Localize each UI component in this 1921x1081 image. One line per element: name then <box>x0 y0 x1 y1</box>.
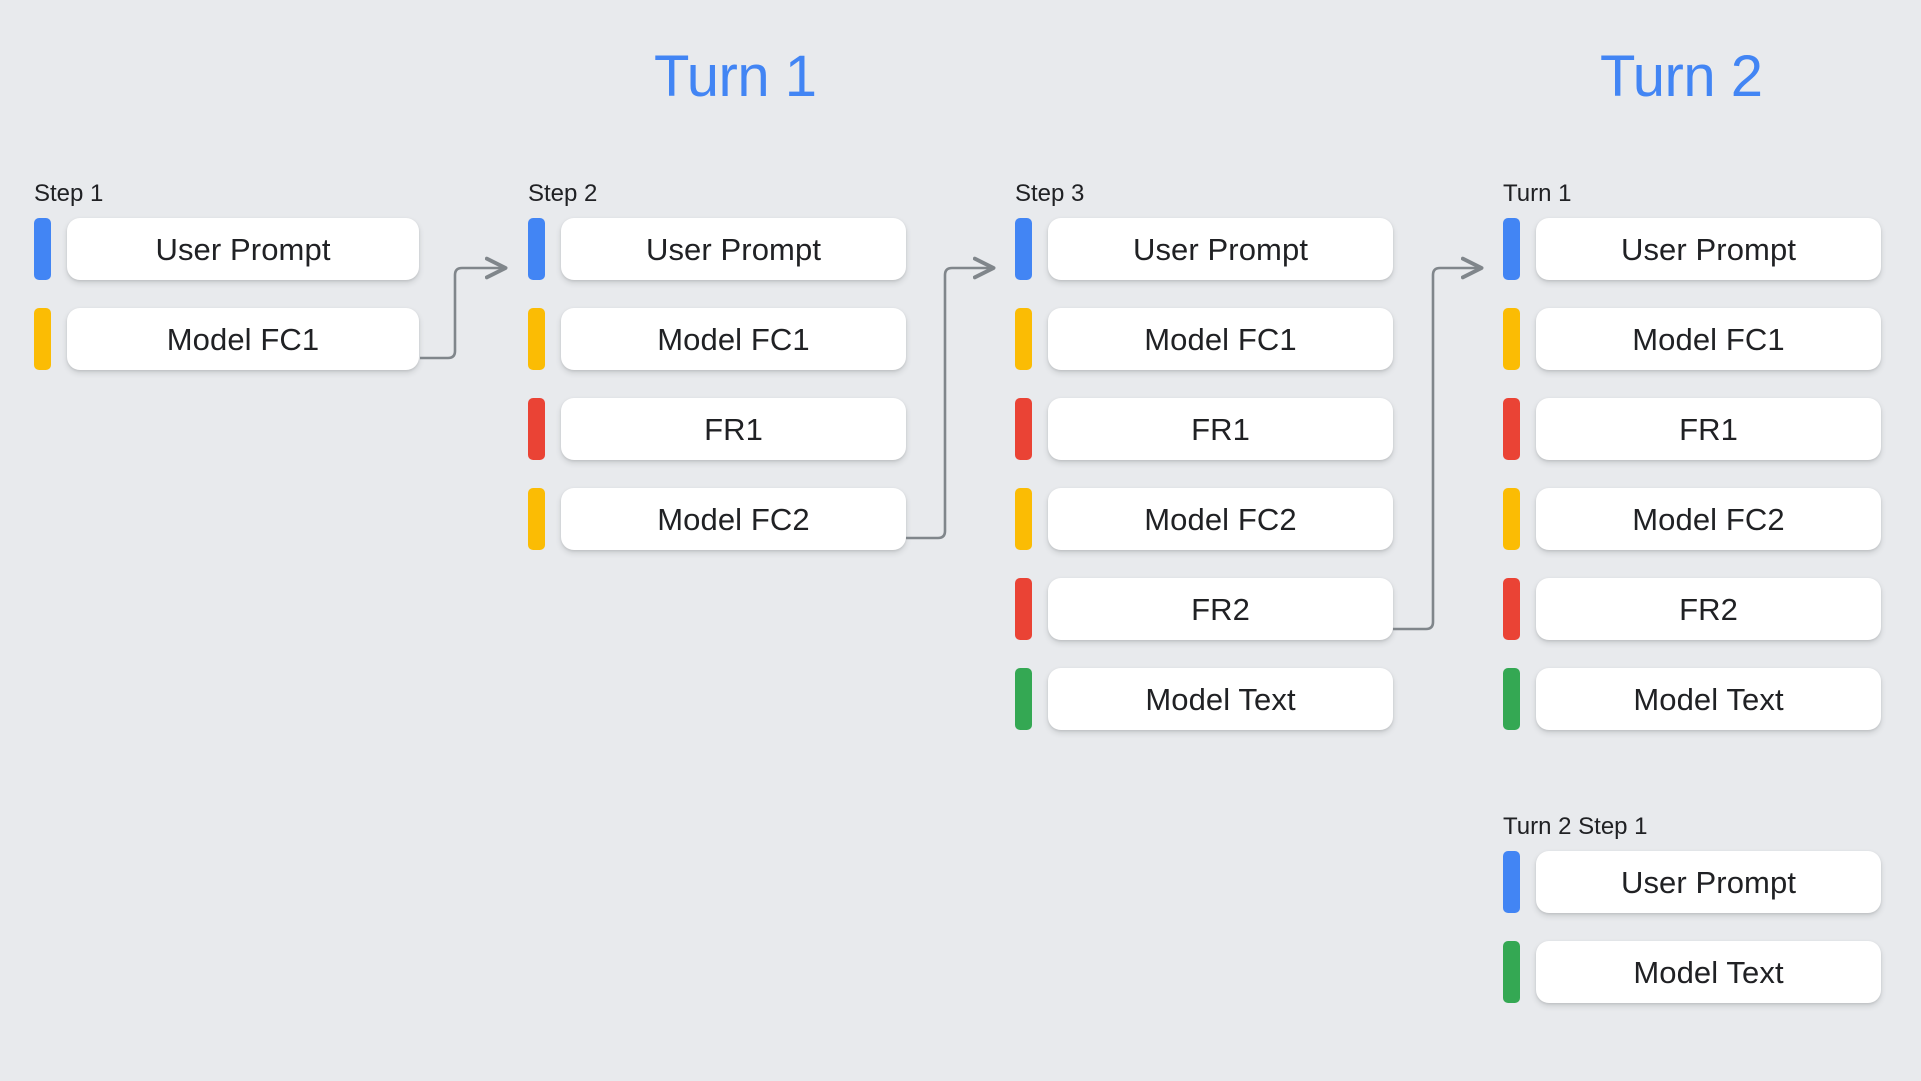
card-fr1[interactable]: FR1 <box>561 398 906 460</box>
status-bar-function-response <box>1503 398 1520 460</box>
card-model-fc1[interactable]: Model FC1 <box>561 308 906 370</box>
card-label: Model Text <box>1145 681 1296 717</box>
card-label: Model FC2 <box>1144 501 1297 537</box>
card-model-text[interactable]: Model Text <box>1048 668 1393 730</box>
card-model-fc2[interactable]: Model FC2 <box>1536 488 1881 550</box>
card-label: FR1 <box>704 411 763 447</box>
card-label: User Prompt <box>645 231 822 267</box>
card-label: FR1 <box>1191 411 1250 447</box>
card-model-text[interactable]: Model Text <box>1536 668 1881 730</box>
status-bar-user-prompt <box>1503 218 1520 280</box>
card-label: Model FC1 <box>166 321 320 357</box>
card-user-prompt[interactable]: User Prompt <box>1536 851 1881 913</box>
status-bar-model-function-call <box>1503 488 1520 550</box>
status-bar-model-function-call <box>528 488 545 550</box>
card-label: Model FC1 <box>1144 321 1297 357</box>
status-bar-model-text <box>1503 668 1520 730</box>
status-bar-function-response <box>1015 398 1032 460</box>
card-label: Model FC1 <box>657 321 810 357</box>
card-label: User Prompt <box>155 231 331 267</box>
column-label-turn-1: Turn 1 <box>1503 180 1572 207</box>
status-bar-user-prompt <box>528 218 545 280</box>
card-label: User Prompt <box>1132 231 1309 267</box>
status-bar-model-function-call <box>528 308 545 370</box>
status-bar-user-prompt <box>1015 218 1032 280</box>
section-title-turn-2: Turn 2 <box>1600 44 1763 109</box>
status-bar-model-function-call <box>1015 488 1032 550</box>
card-label: FR1 <box>1679 411 1738 447</box>
card-user-prompt[interactable]: User Prompt <box>561 218 906 280</box>
card-label: FR2 <box>1679 591 1738 627</box>
card-label: Model Text <box>1633 954 1784 990</box>
card-user-prompt[interactable]: User Prompt <box>1536 218 1881 280</box>
section-title-turn-1: Turn 1 <box>654 44 817 109</box>
status-bar-model-text <box>1015 668 1032 730</box>
card-fr2[interactable]: FR2 <box>1536 578 1881 640</box>
card-label: User Prompt <box>1620 231 1797 267</box>
status-bar-user-prompt <box>34 218 51 280</box>
connector-step2-to-step3 <box>906 268 993 540</box>
column-label-turn-2-step-1: Turn 2 Step 1 <box>1503 813 1648 840</box>
card-user-prompt[interactable]: User Prompt <box>1048 218 1393 280</box>
column-label-step-1: Step 1 <box>34 180 104 207</box>
card-model-fc2[interactable]: Model FC2 <box>561 488 906 550</box>
card-label: Model FC1 <box>1632 321 1785 357</box>
connector-step1-to-step2 <box>420 268 505 360</box>
card-label: FR2 <box>1191 591 1250 627</box>
status-bar-model-text <box>1503 941 1520 1003</box>
card-label: Model FC2 <box>1632 501 1785 537</box>
status-bar-function-response <box>1015 578 1032 640</box>
card-model-fc1[interactable]: Model FC1 <box>1536 308 1881 370</box>
card-fr1[interactable]: FR1 <box>1048 398 1393 460</box>
column-label-step-3: Step 3 <box>1015 180 1085 207</box>
status-bar-model-function-call <box>1015 308 1032 370</box>
status-bar-user-prompt <box>1503 851 1520 913</box>
card-model-fc1[interactable]: Model FC1 <box>67 308 419 370</box>
status-bar-model-function-call <box>1503 308 1520 370</box>
card-user-prompt[interactable]: User Prompt <box>67 218 419 280</box>
card-label: Model Text <box>1633 681 1784 717</box>
card-label: User Prompt <box>1620 864 1797 900</box>
connector-step3-to-turn2 <box>1393 268 1481 631</box>
card-model-fc1[interactable]: Model FC1 <box>1048 308 1393 370</box>
status-bar-function-response <box>1503 578 1520 640</box>
card-fr1[interactable]: FR1 <box>1536 398 1881 460</box>
status-bar-model-function-call <box>34 308 51 370</box>
card-label: Model FC2 <box>657 501 810 537</box>
column-label-step-2: Step 2 <box>528 180 598 207</box>
card-model-text[interactable]: Model Text <box>1536 941 1881 1003</box>
card-fr2[interactable]: FR2 <box>1048 578 1393 640</box>
status-bar-function-response <box>528 398 545 460</box>
card-model-fc2[interactable]: Model FC2 <box>1048 488 1393 550</box>
